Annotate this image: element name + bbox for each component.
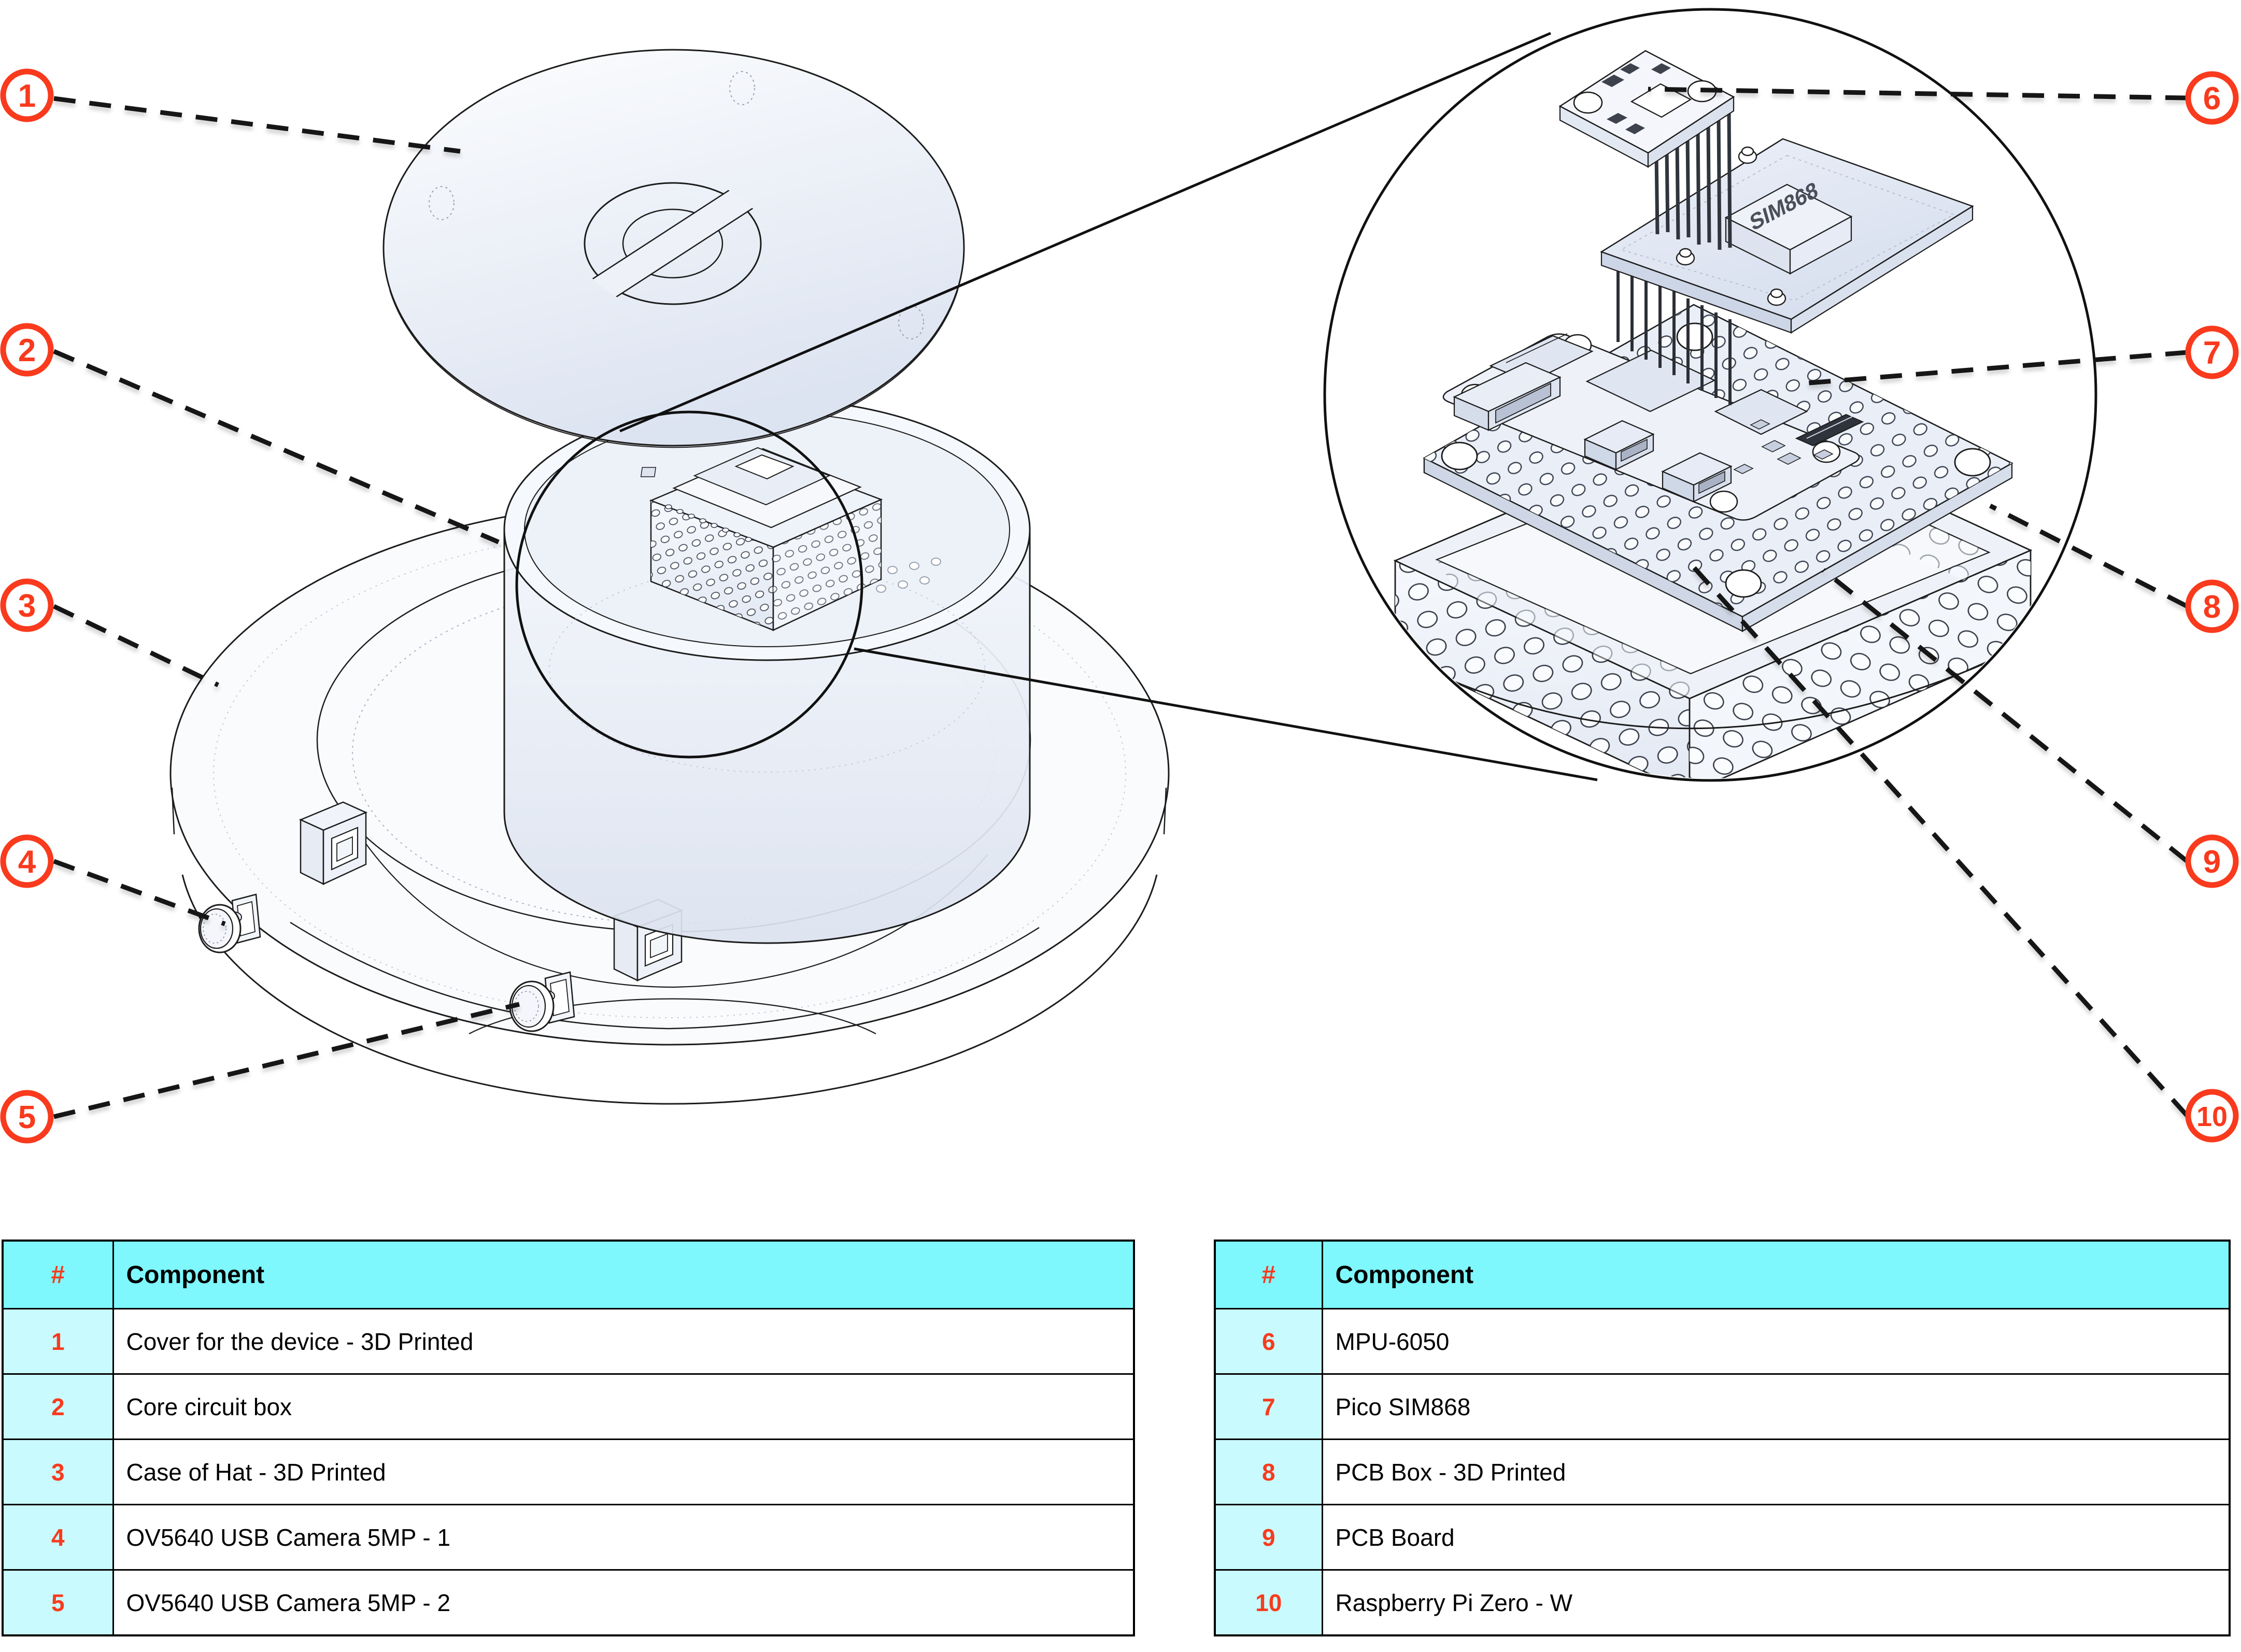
core-circuit-box-drawing xyxy=(640,447,883,631)
component-name-cell: Cover for the device - 3D Printed xyxy=(112,1308,1135,1375)
leader-10 xyxy=(1689,562,2189,1118)
leader-lines xyxy=(53,87,2189,1119)
component-number-cell: 3 xyxy=(2,1439,114,1505)
component-name-cell: Pico SIM868 xyxy=(1321,1373,2231,1440)
component-name-cell: OV5640 USB Camera 5MP - 1 xyxy=(112,1504,1135,1571)
component-name-cell: Case of Hat - 3D Printed xyxy=(112,1439,1135,1505)
component-name-cell: Core circuit box xyxy=(112,1373,1135,1440)
callout-5: 5 xyxy=(0,1090,54,1144)
svg-text:7: 7 xyxy=(2203,335,2221,371)
leader-2 xyxy=(53,349,500,545)
callout-2: 2 xyxy=(0,323,54,377)
cover-disc-drawing xyxy=(382,49,965,448)
leader-3 xyxy=(53,604,219,688)
svg-text:5: 5 xyxy=(18,1100,36,1135)
svg-text:6: 6 xyxy=(2203,81,2221,117)
callout-8: 8 xyxy=(2185,579,2239,633)
callout-1: 1 xyxy=(0,68,54,122)
component-column-header: Component xyxy=(112,1240,1135,1309)
leader-7 xyxy=(1802,350,2188,386)
component-column-header: Component xyxy=(1321,1240,2231,1309)
component-name-cell: PCB Box - 3D Printed xyxy=(1321,1439,2231,1505)
component-name-cell: PCB Board xyxy=(1321,1504,2231,1571)
callout-4: 4 xyxy=(0,834,54,888)
number-column-header: # xyxy=(2,1240,114,1309)
svg-text:10: 10 xyxy=(2196,1101,2228,1132)
callout-9: 9 xyxy=(2185,834,2239,888)
magnifier-source-circle xyxy=(515,32,1598,781)
component-number-cell: 5 xyxy=(2,1569,114,1636)
pico-sim868-drawing: SIM868 xyxy=(1600,138,1974,405)
component-number-cell: 8 xyxy=(1214,1439,1323,1505)
table-header-row: #Component xyxy=(1214,1240,2231,1309)
component-name-cell: Raspberry Pi Zero - W xyxy=(1321,1569,2231,1636)
table-header-row: #Component xyxy=(2,1240,1135,1309)
callout-6: 6 xyxy=(2185,71,2239,125)
component-number-cell: 9 xyxy=(1214,1504,1323,1571)
svg-text:2: 2 xyxy=(18,333,36,368)
component-name-cell: OV5640 USB Camera 5MP - 2 xyxy=(112,1569,1135,1636)
leader-1 xyxy=(53,96,461,154)
component-number-cell: 6 xyxy=(1214,1308,1323,1375)
number-column-header: # xyxy=(1214,1240,1323,1309)
component-number-cell: 7 xyxy=(1214,1373,1323,1440)
leader-4 xyxy=(53,859,226,927)
svg-text:3: 3 xyxy=(18,588,36,624)
leader-9 xyxy=(1822,568,2189,863)
mpu6050-drawing xyxy=(1558,50,1735,250)
svg-text:1: 1 xyxy=(18,78,36,114)
magnifier-detail-circle: SIM868 xyxy=(1323,8,2097,782)
component-number-cell: 4 xyxy=(2,1504,114,1571)
leader-5 xyxy=(53,1002,520,1119)
component-name-cell: MPU-6050 xyxy=(1321,1308,2231,1375)
callout-10: 10 xyxy=(2185,1089,2239,1143)
svg-text:9: 9 xyxy=(2203,844,2221,880)
svg-text:8: 8 xyxy=(2203,589,2221,625)
component-number-cell: 10 xyxy=(1214,1569,1323,1636)
callout-3: 3 xyxy=(0,578,54,632)
leader-8 xyxy=(1989,503,2189,609)
usb-camera-1-drawing xyxy=(198,893,261,953)
callout-7: 7 xyxy=(2185,325,2239,379)
detail-content: SIM868 xyxy=(1371,50,2058,778)
raspberry-pi-zero-drawing xyxy=(1442,333,1864,521)
usb-camera-2-drawing xyxy=(509,971,575,1032)
camera-mount-left xyxy=(299,801,368,886)
component-number-cell: 2 xyxy=(2,1373,114,1440)
component-number-cell: 1 xyxy=(2,1308,114,1375)
leader-6 xyxy=(1648,87,2188,101)
svg-text:4: 4 xyxy=(18,844,36,880)
